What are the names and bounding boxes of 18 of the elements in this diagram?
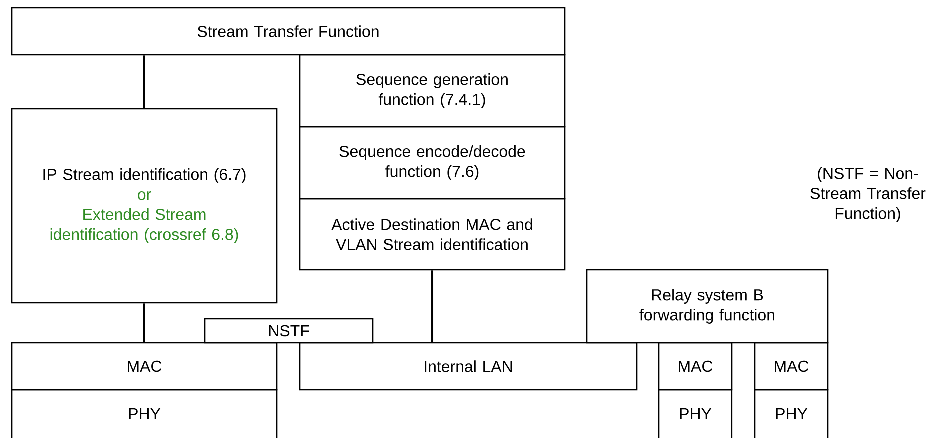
layer-box: MAC — [658, 342, 733, 391]
layer-box: Internal LAN — [299, 342, 638, 391]
layer-box: Relay system B forwarding function — [586, 269, 829, 344]
layer-box: MAC — [754, 342, 829, 391]
connector-line — [144, 56, 146, 108]
layer-box: PHY — [11, 389, 278, 438]
layer-box: IP Stream identification (6.7) or Extended Stream identification (crossref 6.8) — [11, 108, 278, 304]
layer-box: MAC — [11, 342, 278, 391]
connector-line — [144, 304, 146, 342]
note-text: (NSTF = Non-Stream Transfer Function) — [810, 168, 926, 222]
layer-box: Sequence generation function (7.4.1) — [299, 54, 566, 128]
connector-line — [432, 270, 434, 342]
layer-box: PHY — [658, 389, 733, 438]
layer-box: Sequence encode/decode function (7.6) — [299, 126, 566, 200]
layer-box: Stream Transfer Function — [11, 7, 566, 56]
layer-box: Active Destination MAC and VLAN Stream identification — [299, 198, 566, 271]
layer-box: NSTF — [204, 318, 374, 344]
layer-box: PHY — [754, 389, 829, 438]
